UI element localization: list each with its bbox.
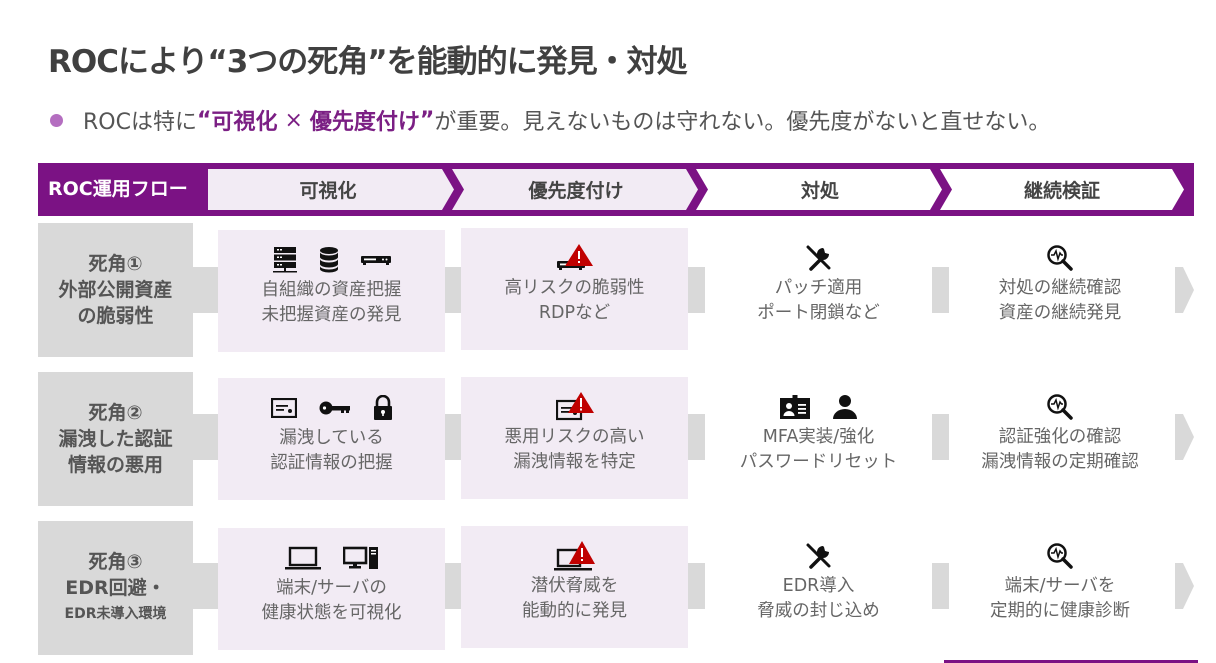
key-icon: [319, 401, 350, 415]
laptop-icon: [284, 546, 321, 570]
blindspot-1-label: 死角① 外部公開資産 の脆弱性: [38, 223, 193, 357]
blindspot-3-label: 死角③ EDR回避・ EDR未導入環境: [38, 521, 193, 655]
flow-step-visualization: 可視化: [299, 180, 357, 202]
row1-remediation-cell: パッチ適用 ポート閉鎖など: [705, 228, 932, 350]
highlight-visualization: 可視化: [211, 110, 278, 135]
connector: [932, 414, 949, 460]
magnify-pulse-icon: [1047, 543, 1073, 569]
router-icon: [360, 256, 391, 265]
connector: [932, 267, 949, 313]
quote-open: “: [196, 107, 212, 133]
connector: [445, 267, 462, 313]
key-message: ROCは特に “ 可視化 × 優先度付け ” が重要。見えないものは守れない。優…: [50, 104, 1050, 136]
connector: [193, 563, 219, 609]
quote-close: ”: [419, 107, 435, 133]
row1-visualization-cell: 自組織の資産把握 未把握資産の発見: [218, 230, 445, 352]
row3-visualization-cell: 端末/サーバの 健康状態を可視化: [218, 528, 445, 650]
desktop-icon: [342, 546, 378, 569]
credential-card-icon: [270, 398, 297, 418]
flow-label: ROC運用フロー: [48, 178, 188, 200]
row2-visualization-cell: 漏洩している 認証情報の把握: [218, 378, 445, 500]
row3-end-arrow: [1175, 563, 1194, 609]
connector: [193, 267, 219, 313]
lock-icon: [373, 395, 392, 420]
bullet-dot-icon: [50, 113, 63, 127]
row2-prioritization-cell: 悪用リスクの高い 漏洩情報を特定: [461, 377, 688, 499]
flow-step-prioritization: 優先度付け: [528, 180, 624, 202]
flow-step-remediation: 対処: [800, 180, 839, 202]
tools-icon: [806, 543, 830, 569]
key-message-suffix: が重要。見えないものは守れない。優先度がないと直せない。: [434, 110, 1051, 135]
connector: [193, 414, 219, 460]
magnify-pulse-icon: [1047, 394, 1073, 420]
blindspot-2-label: 死角② 漏洩した認証 情報の悪用: [38, 372, 193, 506]
connector: [445, 563, 462, 609]
highlight-prioritization: 優先度付け: [309, 110, 420, 135]
row2-end-arrow: [1175, 414, 1194, 460]
connector: [688, 267, 705, 313]
row1-end-arrow: [1175, 267, 1194, 313]
times-sign: ×: [277, 107, 310, 133]
row3-verification-cell: 端末/サーバを 定期的に健康診断: [949, 526, 1171, 648]
row2-remediation-cell: MFA実装/強化 パスワードリセット: [705, 377, 932, 499]
row3-remediation-cell: EDR導入 脅威の封じ込め: [705, 526, 932, 648]
flow-step-continuous-verification: 継続検証: [1023, 180, 1100, 202]
user-icon: [832, 395, 857, 419]
magnify-pulse-icon: [1047, 245, 1073, 271]
bottom-accent-line: [944, 660, 1198, 663]
router-alert-icon: [556, 244, 593, 270]
roc-flow-bar: ROC運用フロー 可視化 優先度付け 対処 継続検証: [38, 163, 1194, 216]
id-badge-icon: [779, 395, 810, 419]
tools-icon: [806, 245, 830, 271]
page-title: ROCにより“3つの死角”を能動的に発見・対処: [48, 44, 688, 80]
flow-chevrons: [208, 169, 1184, 210]
connector: [932, 563, 949, 609]
row1-verification-cell: 対処の継続確認 資産の継続発見: [949, 228, 1171, 350]
row2-verification-cell: 認証強化の確認 漏洩情報の定期確認: [949, 377, 1171, 499]
row3-prioritization-cell: 潜伏脅威を 能動的に発見: [461, 526, 688, 648]
connector: [445, 414, 462, 460]
key-message-prefix: ROCは特に: [83, 110, 197, 135]
database-icon: [319, 247, 338, 273]
connector: [688, 563, 705, 609]
server-icon: [272, 247, 297, 273]
connector: [688, 414, 705, 460]
row1-prioritization-cell: 高リスクの脆弱性 RDPなど: [461, 228, 688, 350]
laptop-alert-icon: [553, 541, 595, 571]
credential-alert-icon: [555, 392, 594, 421]
